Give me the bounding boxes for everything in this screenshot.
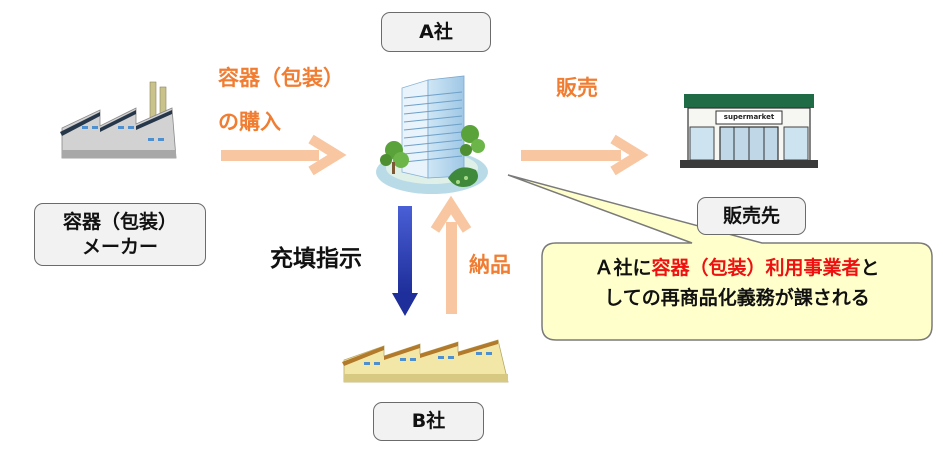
callout-balloon [507, 174, 933, 341]
purchase-label-line1: 容器（包装） [218, 66, 344, 90]
delivery-label: 納品 [469, 253, 511, 277]
customer-label: 販売先 [697, 197, 806, 235]
fill-instruction-arrow [392, 206, 418, 316]
company-b-factory-icon [342, 339, 509, 383]
company-a-label: A社 [381, 12, 491, 52]
supermarket-sign-text: supermarket [723, 113, 775, 121]
sales-arrow [521, 134, 649, 176]
maker-label-line2: メーカー [81, 235, 158, 258]
callout-text: Ａ社に容器（包装）利用事業者と しての再商品化義務が課される [548, 253, 926, 313]
maker-label: 容器（包装） メーカー [34, 203, 206, 266]
delivery-arrow [430, 195, 472, 314]
callout-line1: Ａ社に容器（包装）利用事業者と [594, 257, 880, 279]
fill-instruction-label: 充填指示 [270, 246, 362, 272]
company-a-building-icon [376, 75, 488, 194]
company-b-label: B社 [373, 402, 484, 441]
callout-highlight: 容器（包装）利用事業者 [651, 257, 861, 279]
purchase-label-line2: の購入 [218, 110, 281, 134]
sales-label: 販売 [556, 76, 598, 100]
maker-factory-icon [60, 81, 177, 159]
callout-line2: しての再商品化義務が課される [604, 287, 870, 309]
purchase-arrow [221, 134, 347, 176]
supermarket-icon [680, 94, 818, 168]
maker-label-line1: 容器（包装） [62, 210, 177, 233]
